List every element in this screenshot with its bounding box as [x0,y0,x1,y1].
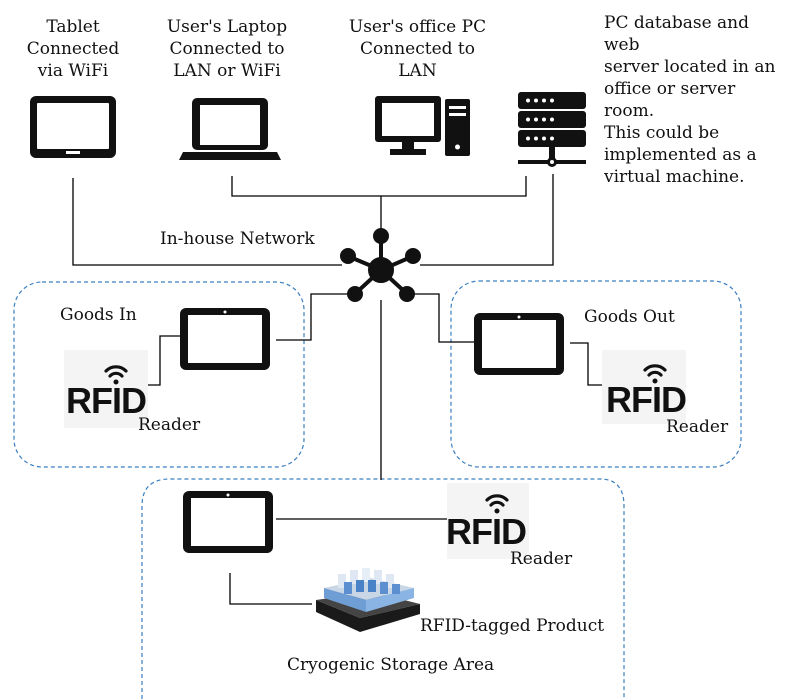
storage-rfid-text: RFID [446,511,526,552]
goods-out-rfid-text: RFID [606,379,686,420]
rfid-tagged-product-image [316,568,420,632]
goods-out-rfid-panel [602,350,686,424]
goods-in-wifi-icon [104,365,128,385]
laptop-icon [179,98,281,160]
goods-in-rfid-panel [64,350,148,428]
goods-in-zone [13,281,305,468]
server-icon [518,92,586,167]
goods-in-rfid-text: RFID [66,380,146,421]
network-label: In-house Network [160,229,315,249]
desktop-pc-icon [375,96,470,156]
server-label: PC database and web server located in an… [604,13,776,187]
storage-tablet-icon [183,491,273,553]
goods-out-tablet-icon [474,313,564,375]
laptop-label: User's Laptop Connected to LAN or WiFi [166,17,288,81]
storage-zone [141,478,625,699]
goods-in-tablet-icon [180,308,270,370]
goods-out-reader-label: Reader [666,417,729,437]
storage-rfid-panel [447,483,529,559]
office-pc-label: User's office PC Connected to LAN [348,17,487,81]
product-label: RFID-tagged Product [420,616,605,636]
network-hub-icon [340,228,421,302]
tablet-icon [30,96,116,158]
tablet-label: Tablet Connected via WiFi [26,17,120,81]
goods-out-zone [450,280,742,468]
connector-lines [72,174,602,605]
goods-in-title: Goods In [60,305,137,325]
storage-reader-label: Reader [510,549,573,569]
storage-title: Cryogenic Storage Area [287,655,495,675]
goods-out-wifi-icon [643,364,667,384]
storage-wifi-icon [485,494,509,514]
goods-out-title: Goods Out [584,307,675,327]
goods-in-reader-label: Reader [138,415,201,435]
